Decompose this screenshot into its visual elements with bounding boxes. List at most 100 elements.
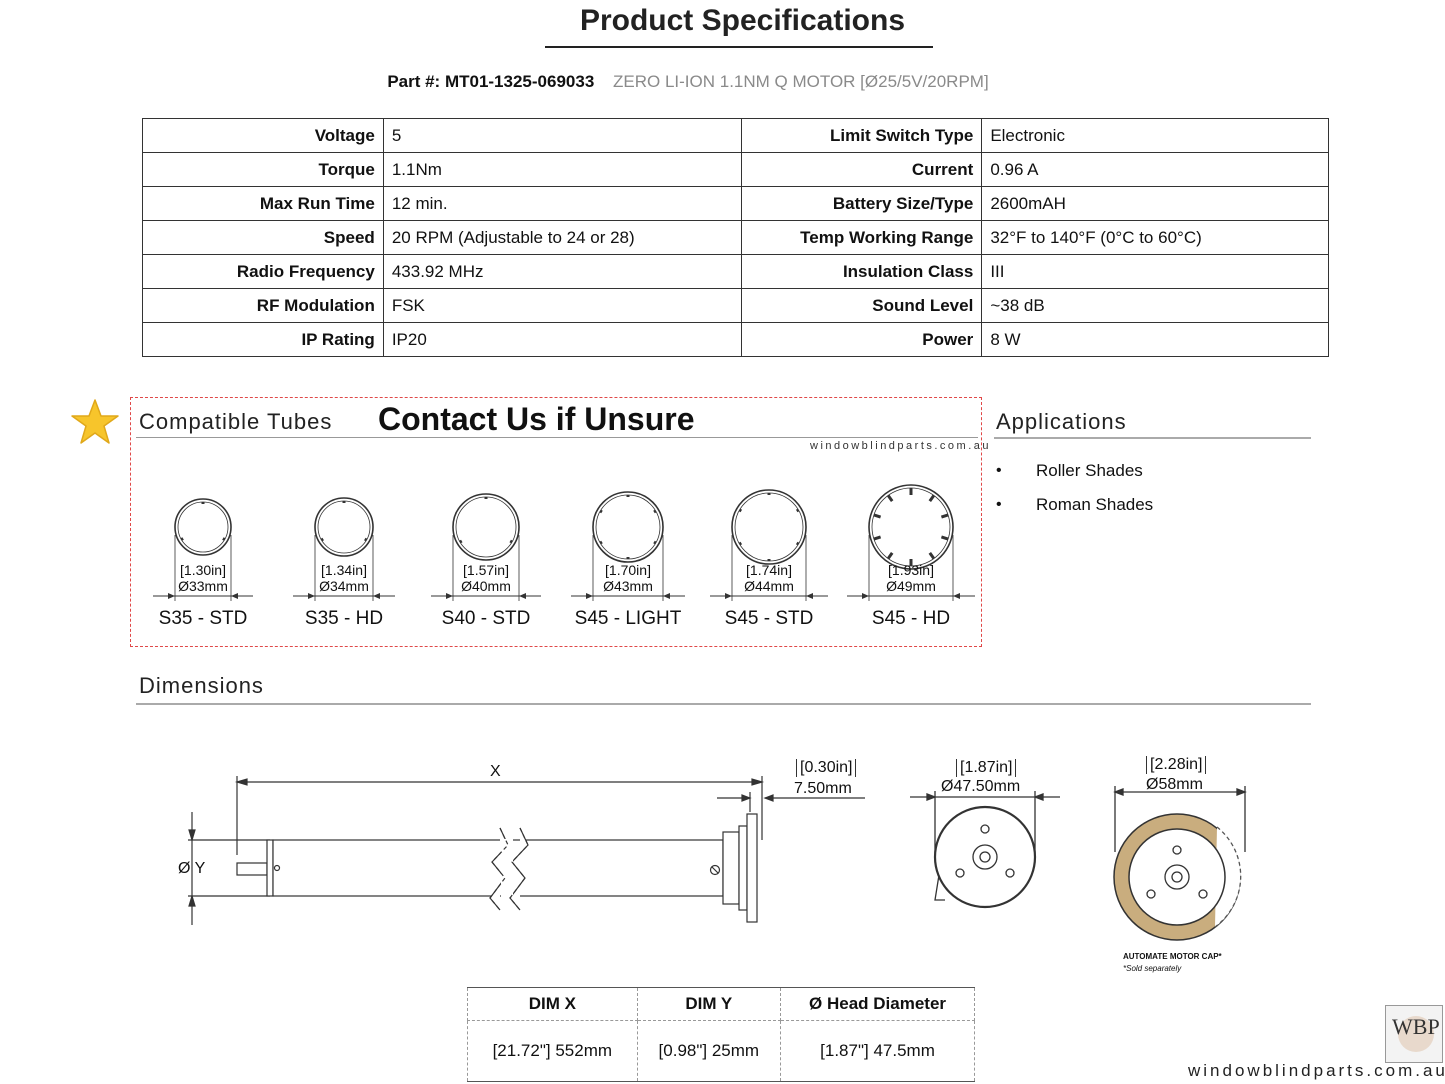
cap-mm-label: 7.50mm [794,780,852,797]
tubes-watermark: windowblindparts.com.au [810,440,992,452]
part-number-line: Part #: MT01-1325-069033 ZERO LI-ION 1.1… [0,72,1376,92]
spec-value: 433.92 MHz [382,254,742,289]
dim-y-label: Ø Y [178,860,206,877]
tube-mm-label: Ø34mm [319,578,369,594]
tube-mm-label: Ø43mm [603,578,653,594]
spec-label: IP Rating [142,322,384,357]
dims-cell: [1.87"] 47.5mm [780,1020,975,1082]
applications-divider [994,437,1311,439]
part-number: Part #: MT01-1325-069033 [387,72,595,91]
compatible-tubes-box [130,397,982,647]
spec-value: IP20 [382,322,742,357]
spec-label: Limit Switch Type [740,118,983,153]
tube-diagram [293,497,395,601]
tube-inch-label: [1.74in] [746,562,792,578]
bullet: • [996,496,1002,513]
tube-name: S45 - HD [871,608,951,629]
spec-label: RF Modulation [142,288,384,323]
spec-label: Battery Size/Type [740,186,983,221]
tube-inch-label: [1.93in] [888,562,934,578]
cap-note-sub: *Sold separately [1123,964,1182,973]
spec-label: Sound Level [740,288,983,323]
tube-inch-label: [1.30in] [180,562,226,578]
spec-value: 1.1Nm [382,152,742,187]
applications-heading: Applications [996,409,1127,434]
cap-note: AUTOMATE MOTOR CAP* [1123,952,1222,961]
spec-label: Max Run Time [142,186,384,221]
spec-value: 8 W [981,322,1329,357]
logo-mark: WBP [1392,1014,1440,1039]
spec-value: 20 RPM (Adjustable to 24 or 28) [382,220,742,255]
dim-x-label: X [490,763,501,780]
bullet: • [996,462,1002,479]
dims-header: DIM X [467,987,638,1021]
spec-value: III [981,254,1329,289]
tube-name: S45 - LIGHT [574,608,682,629]
tube-mm-label: Ø49mm [886,578,936,594]
tube-name: S40 - STD [441,608,531,629]
tube-mm-label: Ø40mm [461,578,511,594]
head-mm-label: Ø47.50mm [941,778,1021,795]
motor-cap-diagram [1113,786,1247,941]
dims-header: Ø Head Diameter [780,987,975,1021]
spec-label: Temp Working Range [740,220,983,255]
part-description: ZERO LI-ION 1.1NM Q MOTOR [Ø25/5V/20RPM] [613,72,989,91]
application-item: Roman Shades [1036,495,1154,514]
tube-diagram [847,484,975,601]
cap2-mm-label: Ø58mm [1146,776,1203,793]
brand-logo: WBP [1385,1005,1443,1063]
cap2-inch-label: [2.28in] [1146,756,1207,774]
logo-icon [1398,1016,1434,1052]
tube-diagram [153,498,253,601]
dims-cell: [21.72"] 552mm [467,1020,638,1082]
spec-value: 0.96 A [981,152,1329,187]
spec-value: ~38 dB [981,288,1329,323]
tube-name: S35 - STD [158,608,248,629]
dims-cell: [0.98"] 25mm [636,1020,782,1082]
spec-value: FSK [382,288,742,323]
footer-site-text: windowblindparts.com.au [1188,1061,1445,1080]
tube-mm-label: Ø33mm [178,578,228,594]
spec-label: Power [740,322,983,357]
title-underline [545,46,933,48]
tube-inch-label: [1.70in] [605,562,651,578]
compatible-tubes-heading: Compatible Tubes [139,409,333,434]
contact-callout: Contact Us if Unsure [378,401,695,437]
cap-inch-label: [0.30in] [796,759,857,777]
spec-label: Insulation Class [740,254,983,289]
star-icon [71,399,119,444]
tube-inch-label: [1.57in] [463,562,509,578]
tube-name: S35 - HD [304,608,384,629]
spec-value: 2600mAH [981,186,1329,221]
head-inch-label: [1.87in] [956,759,1017,777]
spec-label: Speed [142,220,384,255]
dimensions-divider [136,703,1311,705]
tube-diagram [431,493,541,601]
tube-name: S45 - STD [724,608,814,629]
dimensions-table: DIM X DIM Y Ø Head Diameter [21.72"] 552… [467,987,975,1082]
spec-value: Electronic [981,118,1329,153]
spec-value: 5 [382,118,742,153]
tube-diagram [710,489,828,601]
spec-value: 12 min. [382,186,742,221]
spec-label: Torque [142,152,384,187]
motor-head-diagram [910,791,1060,909]
motor-side-diagram [188,776,865,925]
spec-label: Voltage [142,118,384,153]
tube-diagram [571,491,685,601]
dimensions-heading: Dimensions [139,673,264,698]
spec-value: 32°F to 140°F (0°C to 60°C) [981,220,1329,255]
tube-mm-label: Ø44mm [744,578,794,594]
tubes-divider [136,437,978,438]
application-item: Roller Shades [1036,461,1143,480]
spec-label: Current [740,152,983,187]
page-title: Product Specifications [579,4,906,37]
spec-label: Radio Frequency [142,254,384,289]
